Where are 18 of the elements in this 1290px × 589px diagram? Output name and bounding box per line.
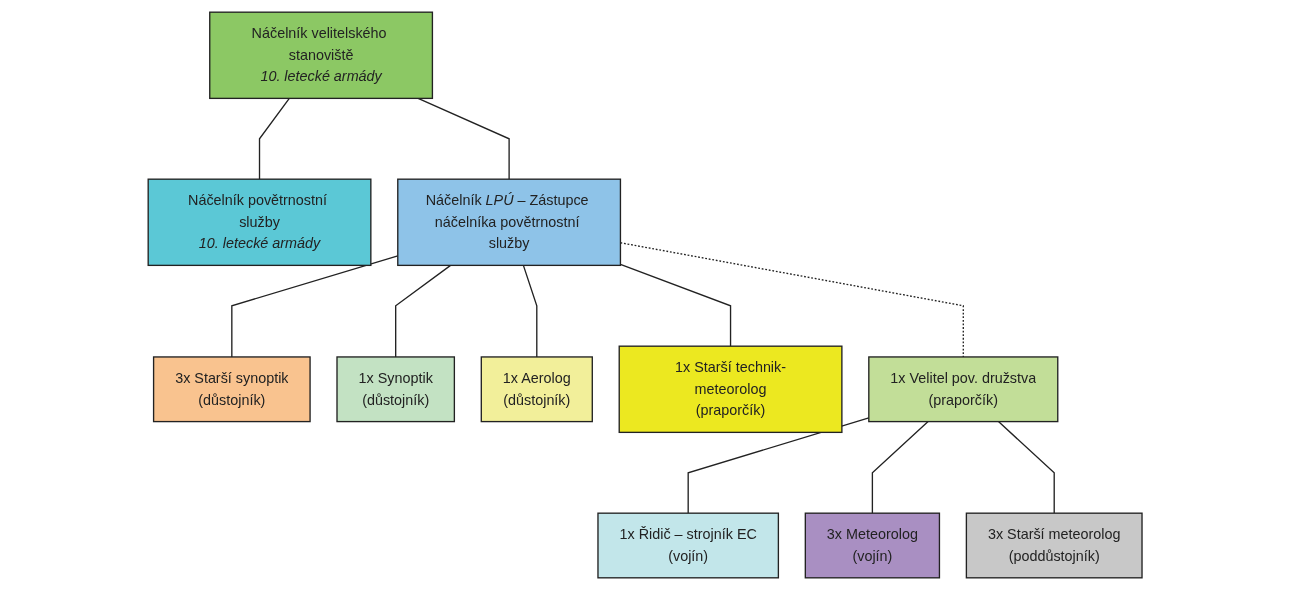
connector xyxy=(522,264,538,358)
node-box: 1x Starší technik-meteorolog (praporčík) xyxy=(618,345,843,433)
node-box: 1x Aerolog (důstojník) xyxy=(480,355,593,422)
node-box: 1x Velitel pov. družstva (praporčík) xyxy=(868,355,1059,422)
node-box: Náčelník povětrnostní služby 10. letecké armády xyxy=(147,178,372,266)
connector xyxy=(619,263,732,347)
connector xyxy=(417,97,510,180)
connector xyxy=(871,420,929,514)
connector xyxy=(997,420,1055,514)
node-box: 1x Synoptik (důstojník) xyxy=(336,355,455,422)
node-box: 3x Starší meteorolog (poddůstojník) xyxy=(965,512,1143,578)
node-box: 1x Řidič – strojník EC (vojín) xyxy=(597,512,779,578)
connector xyxy=(258,97,290,180)
node-box: Náčelník velitelského stanoviště 10. letecké armády xyxy=(208,11,433,99)
node-box: Náčelník LPÚ – Zástupce náčelníka povětrnostní služby xyxy=(397,178,621,266)
connector xyxy=(394,264,452,358)
node-box: 3x Starší synoptik (důstojník) xyxy=(152,355,311,422)
node-box: 3x Meteorolog (vojín) xyxy=(804,512,940,578)
